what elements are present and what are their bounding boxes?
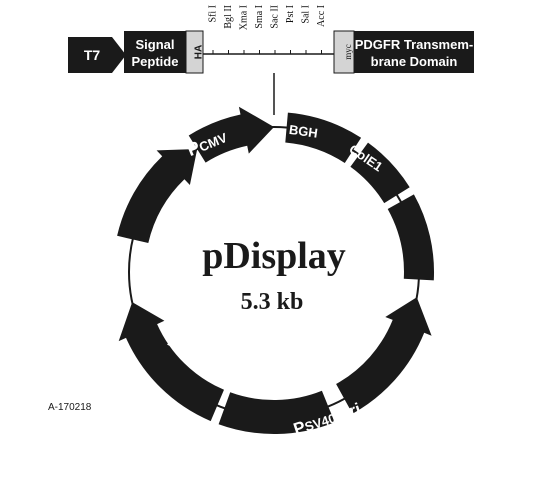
pdgfr-label-2: brane Domain xyxy=(371,54,458,69)
cole1-block xyxy=(350,142,410,204)
restriction-site-3: Sma I xyxy=(254,5,265,29)
signal-peptide-label-1: Signal xyxy=(135,37,174,52)
restriction-site-7: Acc I xyxy=(316,5,327,27)
f1-ori-arrow xyxy=(117,149,198,243)
ha-tag-box xyxy=(185,30,204,74)
signal-peptide-box xyxy=(124,31,186,73)
t7-label: T7 xyxy=(84,47,101,63)
restriction-site-0: Sfi I xyxy=(207,5,218,23)
psv40-ori-block xyxy=(218,390,335,434)
plasmid-size: 5.3 kb xyxy=(241,289,304,315)
figure-id: A-170218 xyxy=(48,402,92,413)
tkpa-block xyxy=(387,194,435,281)
restriction-site-2: Xma I xyxy=(238,5,249,30)
ampicillin-arrow xyxy=(118,302,224,422)
expression-cassette: T7 Signal Peptide HA Sfi I Bgl II Xma I Sma… xyxy=(68,5,474,115)
pdgfr-label-1: PDGFR Transmem- xyxy=(355,37,473,52)
restriction-site-5: Pst I xyxy=(285,5,296,23)
kan-neo-arrow xyxy=(336,297,432,414)
restriction-site-6: Sal I xyxy=(300,5,311,24)
pdgfr-box xyxy=(354,31,474,73)
bgh-label: BGH xyxy=(288,122,319,141)
plasmid-name: pDisplay xyxy=(202,235,346,277)
t7-promoter-arrow xyxy=(68,37,126,73)
restriction-site-1: Bgl II xyxy=(223,5,234,29)
ha-tag-label: HA xyxy=(194,45,205,59)
signal-peptide-label-2: Peptide xyxy=(132,54,179,69)
bgh-block xyxy=(285,112,362,163)
myc-tag-label: myc xyxy=(343,44,353,60)
restriction-sites: Sfi I Bgl II Xma I Sma I Sac II Pst I Sal I Acc… xyxy=(207,5,327,54)
pcmv-arrow xyxy=(188,106,274,163)
restriction-site-4: Sac II xyxy=(269,5,280,29)
